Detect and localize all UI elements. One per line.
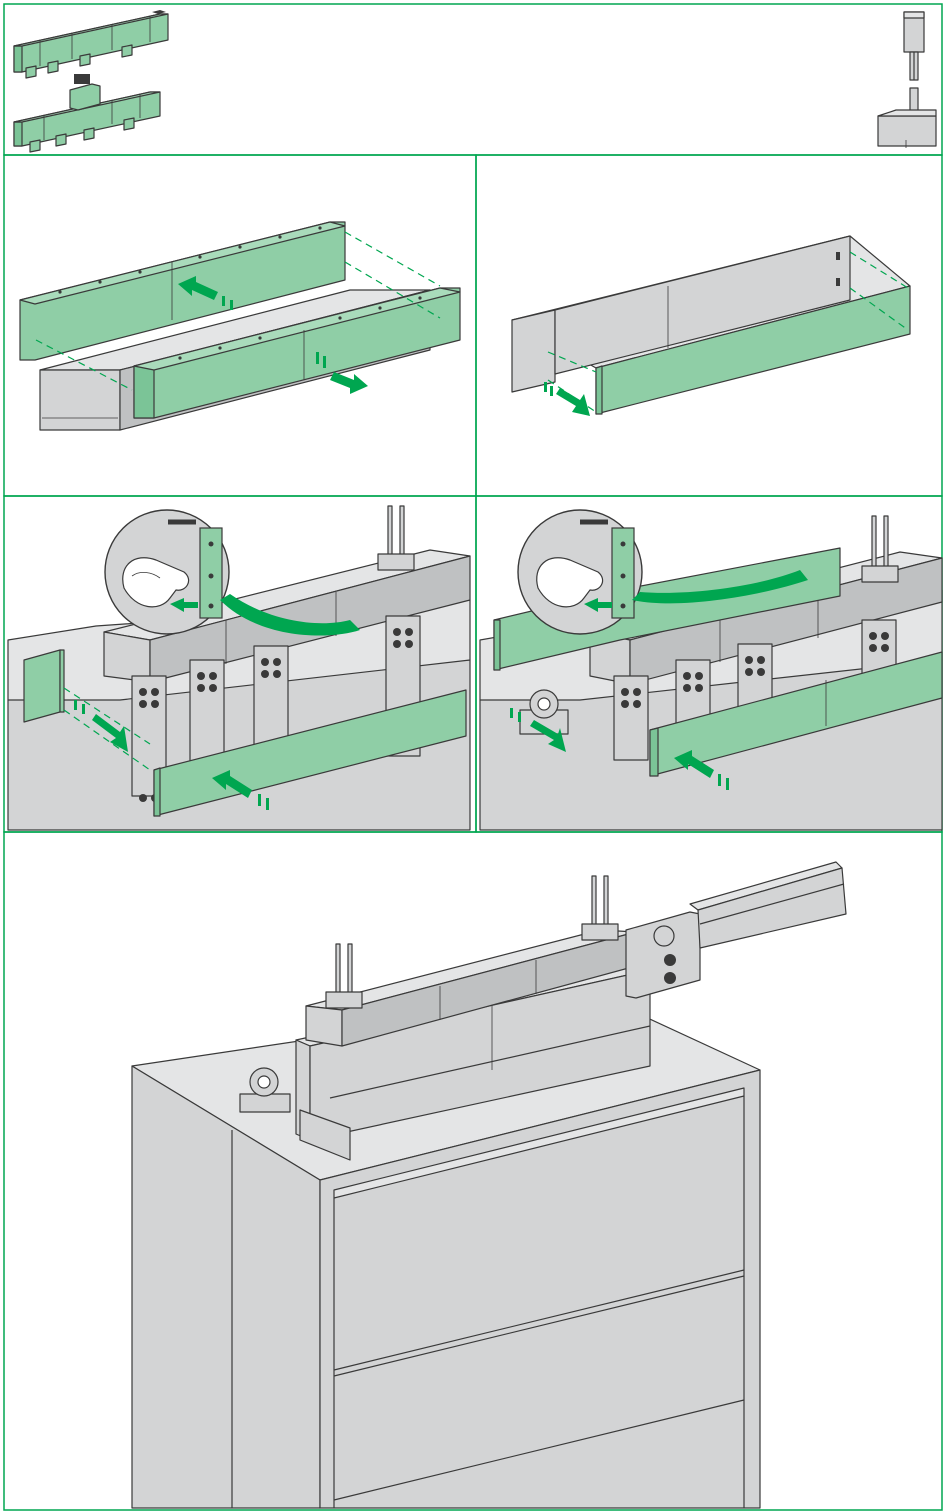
panel-remove-side — [511, 235, 911, 416]
panel-install-left — [7, 505, 471, 831]
arrow-back-icon — [178, 276, 233, 310]
busbar-tee-covers-icon — [13, 74, 161, 153]
panel-final-assembly — [131, 861, 847, 1509]
panel-install-right — [479, 509, 943, 831]
arrow-front-icon — [316, 352, 368, 394]
bolt-tightening-icon — [104, 509, 360, 636]
panel-remove-front-back — [19, 221, 461, 431]
busbar-covers-icon — [13, 10, 169, 79]
arrow-right-left-icon — [510, 708, 566, 752]
arrow-in-left-icon — [74, 700, 128, 752]
busbar-duct — [305, 861, 847, 1047]
side-cover-icon — [511, 235, 911, 393]
panel-frames — [3, 3, 943, 1511]
riser-supports — [325, 875, 619, 1009]
arrow-side-icon — [544, 382, 590, 416]
bolt-tightening-icon — [517, 509, 808, 635]
panel-overview — [13, 10, 937, 153]
riser-icon — [877, 11, 937, 148]
arrow-in-front-icon — [212, 770, 269, 810]
arrow-right-front-icon — [674, 750, 729, 790]
